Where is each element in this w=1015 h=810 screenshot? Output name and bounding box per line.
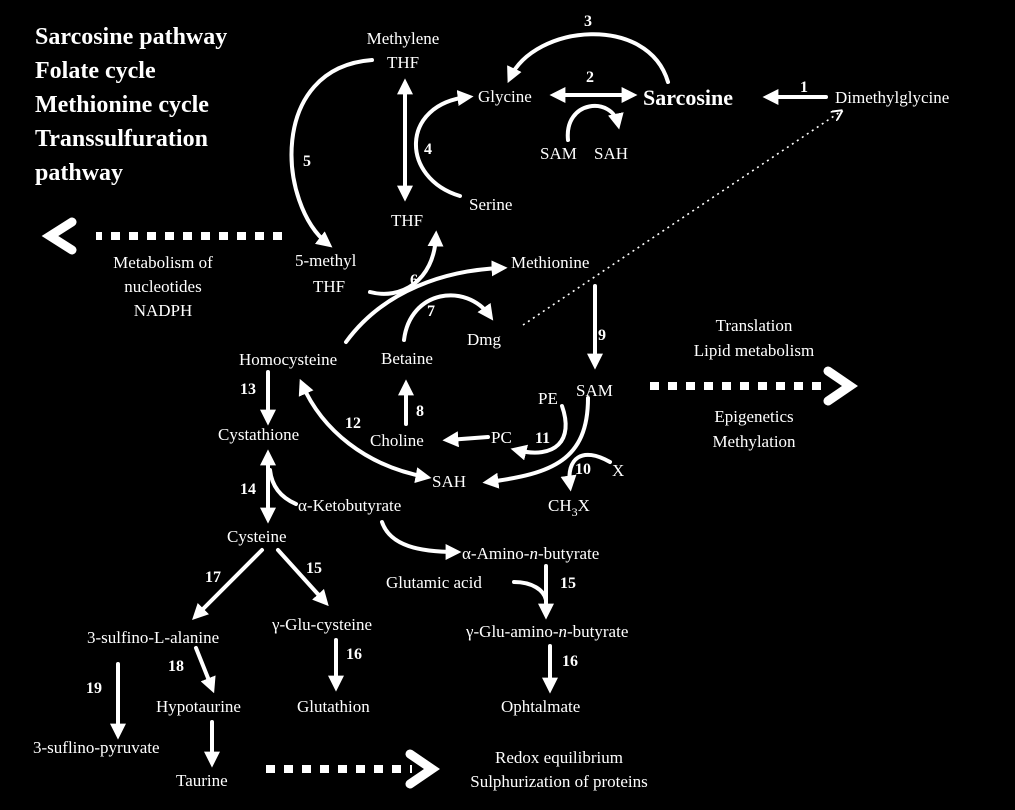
node-glutathion: Glutathion bbox=[297, 697, 370, 716]
node-gamma-glu-amino-n-butyrate: γ-Glu-amino-n-butyrate bbox=[465, 622, 628, 641]
node-sam-top: SAM bbox=[540, 144, 577, 163]
reaction-6: 6 bbox=[410, 272, 418, 289]
node-5-methyl-thf-line1: 5-methyl bbox=[295, 251, 357, 270]
reaction-3: 3 bbox=[584, 13, 592, 30]
node-methylene-thf-line1: Methylene bbox=[367, 29, 440, 48]
node-dimethylglycine: Dimethylglycine bbox=[835, 88, 949, 107]
reaction-10: 10 bbox=[575, 461, 591, 478]
node-choline: Choline bbox=[370, 431, 424, 450]
node-cysteine: Cysteine bbox=[227, 527, 287, 546]
arrow-11-pe-pc bbox=[510, 404, 568, 461]
reaction-1: 1 bbox=[800, 79, 808, 96]
arrows bbox=[41, 32, 858, 789]
node-3-suflino-pyruvate: 3-suflino-pyruvate bbox=[33, 738, 160, 757]
arrow-6-methyl-thf-thf bbox=[368, 230, 444, 296]
node-methylene-thf-line2: THF bbox=[387, 53, 419, 72]
legend: Sarcosine pathway Folate cycle Methionin… bbox=[35, 24, 227, 186]
arrow-6-homocysteine-methionine bbox=[344, 260, 508, 344]
node-methionine: Methionine bbox=[511, 253, 589, 272]
node-cystathione: Cystathione bbox=[218, 425, 299, 444]
node-5-methyl-thf-line2: THF bbox=[313, 277, 345, 296]
node-sam: SAM bbox=[576, 381, 613, 400]
reaction-18: 18 bbox=[168, 658, 184, 675]
reaction-8: 8 bbox=[416, 403, 424, 420]
reaction-16-ophtalmate: 16 bbox=[562, 653, 578, 670]
node-x: X bbox=[612, 461, 624, 480]
reaction-11: 11 bbox=[535, 430, 550, 447]
process-outputs: Metabolism of nucleotides NADPH Translat… bbox=[113, 253, 814, 791]
node-alpha-amino-n-butyrate: α-Amino-n-butyrate bbox=[462, 544, 599, 563]
output-nucleotides-line2: nucleotides bbox=[124, 277, 201, 296]
arrow-18-hypotaurine bbox=[194, 646, 216, 694]
arrow-cystathione-ketobutyrate bbox=[268, 468, 298, 506]
arrow-ketobutyrate-aminobutyrate bbox=[380, 520, 462, 560]
node-ch3x: CH3X bbox=[548, 496, 590, 519]
node-alpha-ketobutyrate: α-Ketobutyrate bbox=[298, 496, 401, 515]
arrow-17-cysteine-sulfinoalanine bbox=[192, 548, 264, 620]
node-dmg: Dmg bbox=[467, 330, 502, 349]
node-glycine: Glycine bbox=[478, 87, 532, 106]
reaction-2: 2 bbox=[586, 69, 594, 86]
output-epigenetics: Epigenetics bbox=[714, 407, 793, 426]
arrow-4-serine-glycine bbox=[414, 90, 474, 198]
output-nucleotides-line1: Metabolism of bbox=[113, 253, 213, 272]
node-taurine: Taurine bbox=[176, 771, 228, 790]
node-serine: Serine bbox=[469, 195, 512, 214]
reaction-13: 13 bbox=[240, 381, 256, 398]
arrow-10-sam-sah bbox=[482, 396, 590, 489]
node-3-sulfino-l-alanine: 3-sulfino-L-alanine bbox=[87, 628, 219, 647]
node-sah: SAH bbox=[432, 472, 466, 491]
legend-transsulfuration: Transsulfuration bbox=[35, 126, 208, 152]
node-glutamic-acid: Glutamic acid bbox=[386, 573, 482, 592]
output-lipid-metabolism: Lipid metabolism bbox=[694, 341, 814, 360]
node-sarcosine: Sarcosine bbox=[643, 85, 733, 110]
output-methylation: Methylation bbox=[712, 432, 796, 451]
arrow-glutamic-acid bbox=[512, 580, 548, 602]
reaction-14: 14 bbox=[240, 481, 256, 498]
arrow-3-sarcosine-glycine bbox=[507, 32, 670, 84]
reaction-17: 17 bbox=[205, 569, 221, 586]
arrow-12-sah-homocysteine bbox=[298, 378, 432, 483]
reaction-9: 9 bbox=[598, 327, 606, 344]
reaction-7: 7 bbox=[427, 303, 435, 320]
arrow-sam-sah-top bbox=[565, 104, 624, 142]
legend-sarcosine-pathway: Sarcosine pathway bbox=[35, 24, 227, 50]
node-ophtalmate: Ophtalmate bbox=[501, 697, 580, 716]
node-gamma-glu-cysteine: γ-Glu-cysteine bbox=[271, 615, 372, 634]
node-pe: PE bbox=[538, 389, 558, 408]
output-redox-equilibrium: Redox equilibrium bbox=[495, 748, 623, 767]
arrow-dmg-dimethylglycine-dotted bbox=[522, 112, 840, 326]
reaction-5: 5 bbox=[303, 153, 311, 170]
output-sulphurization: Sulphurization of proteins bbox=[470, 772, 648, 791]
arrow-redox-head bbox=[405, 749, 440, 789]
node-betaine: Betaine bbox=[381, 349, 433, 368]
arrow-10-x-ch3x bbox=[560, 452, 612, 492]
reaction-16-glutathion: 16 bbox=[346, 646, 362, 663]
arrow-15-cysteine-glu-cysteine bbox=[276, 548, 329, 607]
reaction-12: 12 bbox=[345, 415, 361, 432]
output-translation: Translation bbox=[716, 316, 793, 335]
legend-folate-cycle: Folate cycle bbox=[35, 58, 156, 84]
arrow-5-methylene-5-methyl-thf bbox=[289, 58, 374, 248]
arrow-translation-head bbox=[823, 366, 858, 406]
arrow-7-betaine-dmg bbox=[402, 293, 494, 342]
node-thf: THF bbox=[391, 211, 423, 230]
reaction-19: 19 bbox=[86, 680, 102, 697]
node-hypotaurine: Hypotaurine bbox=[156, 697, 241, 716]
node-sah-top: SAH bbox=[594, 144, 628, 163]
reaction-15-cysteine: 15 bbox=[306, 560, 322, 577]
output-nadph: NADPH bbox=[134, 301, 193, 320]
legend-methionine-cycle: Methionine cycle bbox=[35, 92, 209, 118]
reaction-4: 4 bbox=[424, 141, 432, 158]
reaction-15-aminobutyrate: 15 bbox=[560, 575, 576, 592]
arrow-pc-choline bbox=[442, 431, 490, 448]
legend-pathway: pathway bbox=[35, 160, 123, 186]
node-homocysteine: Homocysteine bbox=[239, 350, 337, 369]
arrow-nucleotides-head bbox=[41, 217, 77, 255]
node-pc: PC bbox=[491, 428, 512, 447]
reaction-numbers: 1 2 3 4 5 6 7 8 9 10 11 12 13 14 15 15 1… bbox=[86, 13, 808, 697]
metabolites: Methylene THF Glycine Sarcosine Dimethyl… bbox=[33, 29, 949, 790]
